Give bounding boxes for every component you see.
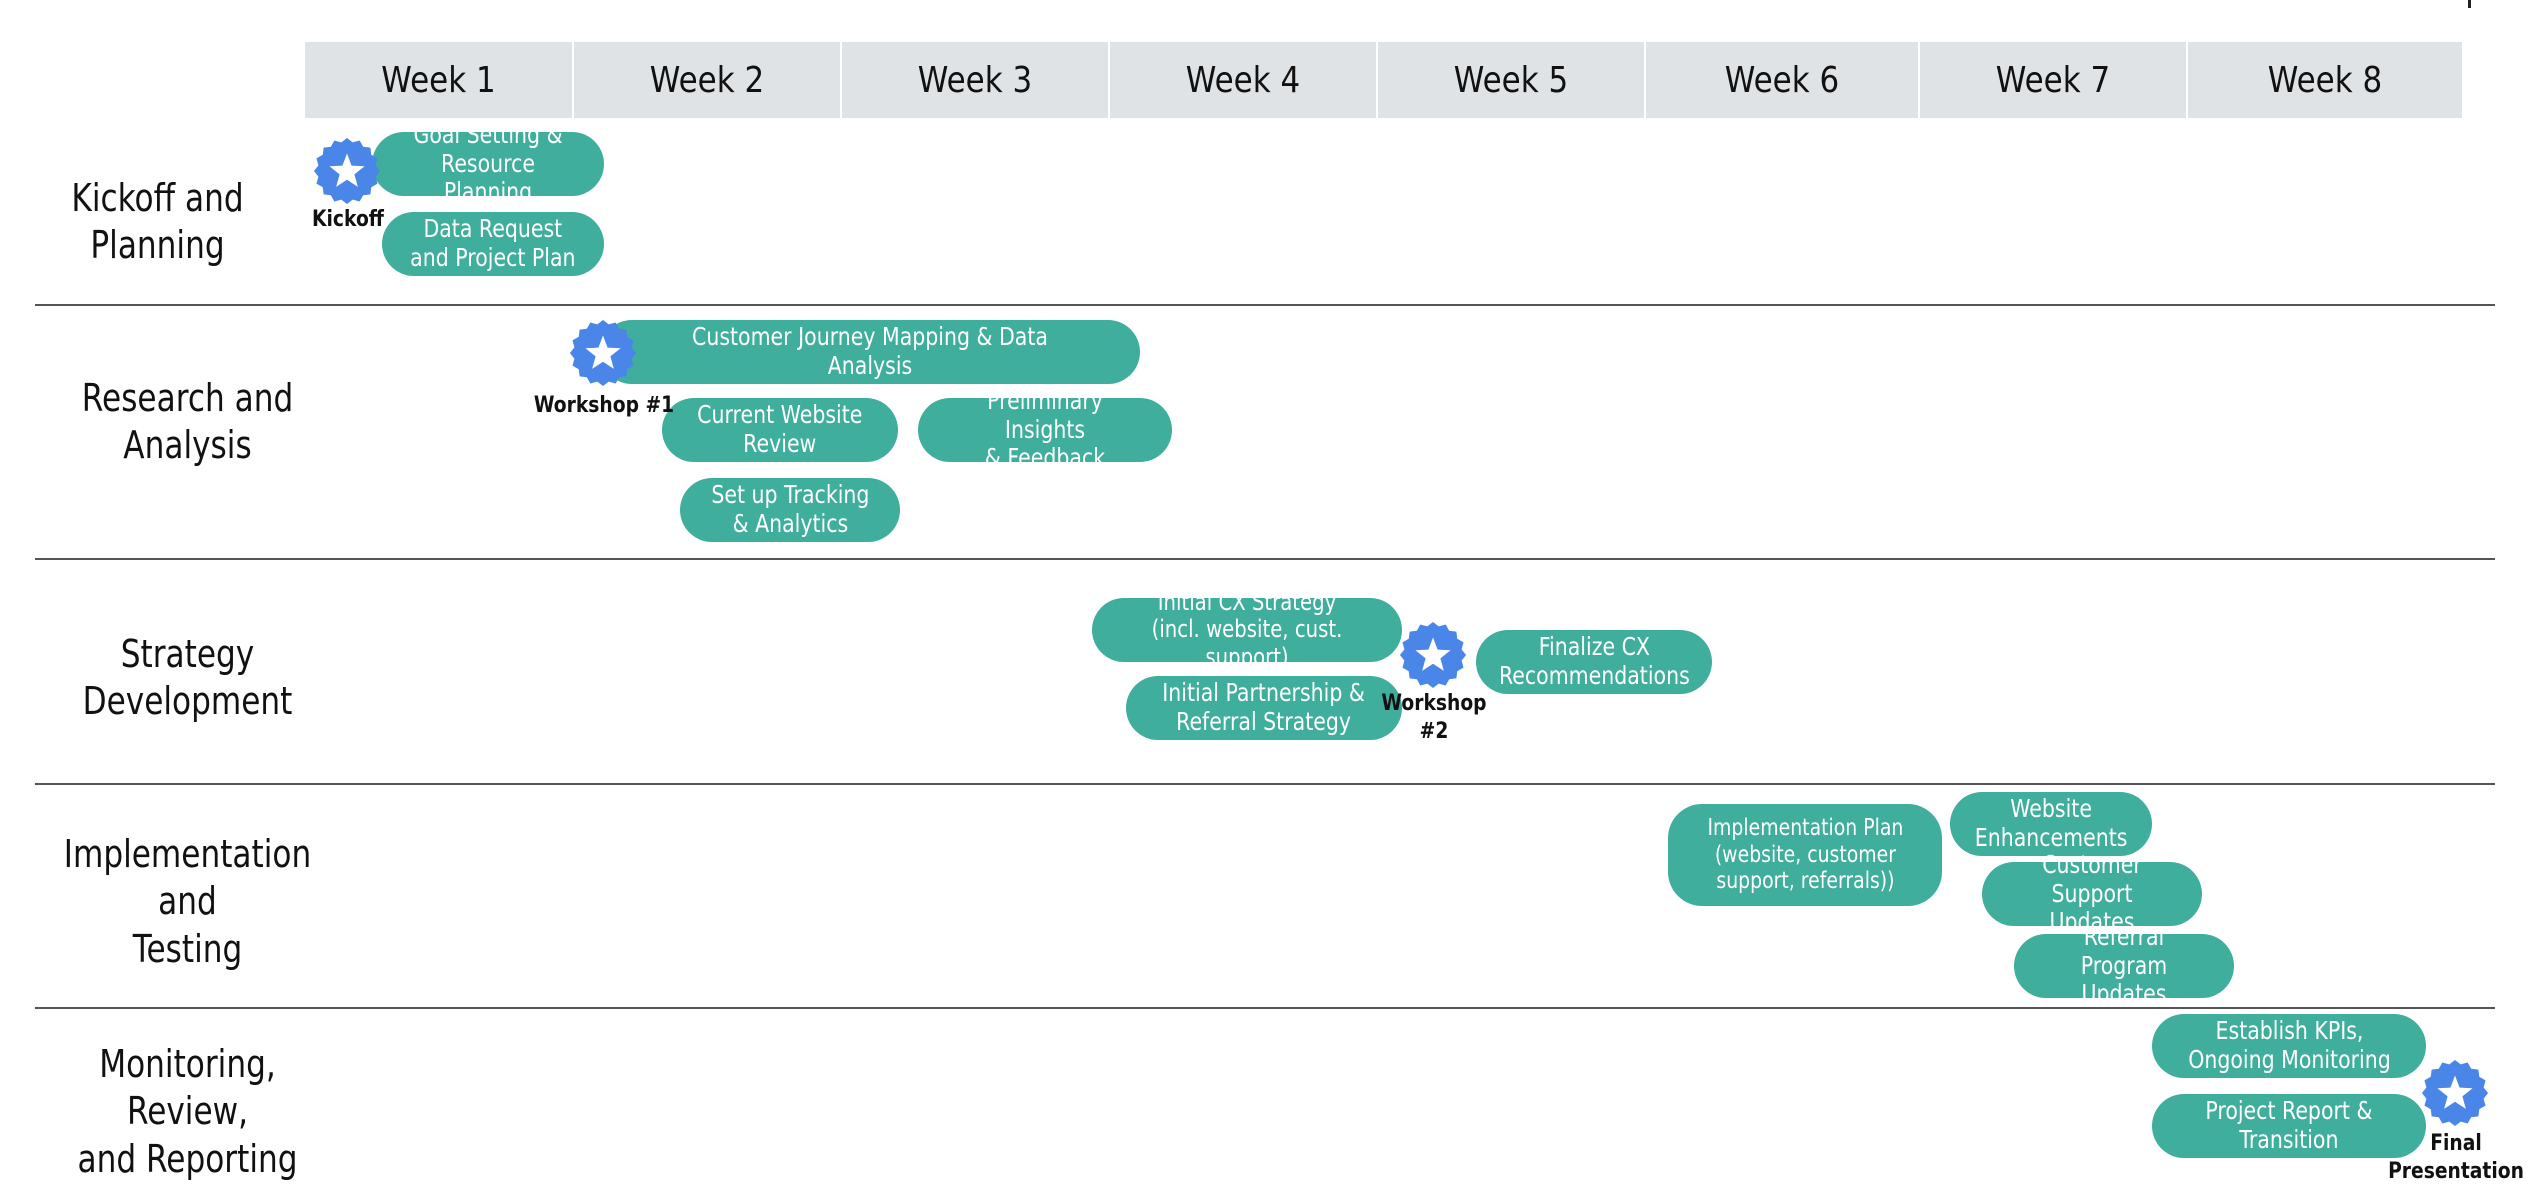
week-header-label: Week 6 <box>1724 59 1840 101</box>
week-header-cell <box>1920 42 2186 118</box>
week-header-cell <box>842 42 1108 118</box>
task-bar: Set up Tracking & Analytics <box>680 478 900 542</box>
milestone-label: Final Presentation <box>2388 1131 2524 1184</box>
task-bar: Goal Setting & Resource Planning <box>372 120 604 206</box>
week-header-cell <box>2188 42 2462 118</box>
week-header-cell <box>574 42 840 118</box>
task-bar: Customer Journey Mapping & Data Analysis <box>600 320 1140 384</box>
week-header-label: Week 4 <box>1185 59 1301 101</box>
task-bar: Data Request and Project Plan <box>382 212 604 276</box>
task-label: Initial CX Strategy (incl. website, cust… <box>1151 587 1343 671</box>
task-bar: Implementation Plan (website, customer s… <box>1668 804 1942 906</box>
phase-separator <box>35 304 2495 306</box>
task-label: Implementation Plan (website, customer s… <box>1707 815 1903 895</box>
star-badge-icon <box>2421 1059 2489 1127</box>
week-header-label: Week 3 <box>917 59 1033 101</box>
week-header-cell <box>305 42 572 118</box>
phase-label: Monitoring, Review, and Reporting <box>77 1041 298 1181</box>
phase-separator <box>35 1007 2495 1009</box>
task-label: Referral Program Updates <box>2080 921 2168 1009</box>
task-label: Current Website Review <box>697 400 863 458</box>
week-header-cell <box>1646 42 1918 118</box>
task-label: Project Report & Transition <box>2205 1096 2373 1154</box>
star-badge-icon <box>569 319 637 387</box>
star-badge-icon <box>1399 621 1467 689</box>
week-header-label: Week 1 <box>381 59 496 101</box>
task-bar: Customer Support Updates <box>1982 850 2202 936</box>
task-label: Data Request and Project Plan <box>410 214 576 272</box>
phase-label: Kickoff and Planning <box>71 175 244 268</box>
week-header-cell <box>1378 42 1644 118</box>
task-bar: Initial Partnership & Referral Strategy <box>1126 676 1402 740</box>
task-label: Preliminary Insights & Feedback <box>984 385 1106 473</box>
task-label: Finalize CX Recommendations <box>1498 632 1690 690</box>
task-label: Set up Tracking & Analytics <box>710 480 870 538</box>
task-bar: Website Enhancements <box>1950 792 2152 856</box>
week-header-label: Week 7 <box>1995 59 2111 101</box>
task-label: Initial Partnership & Referral Strategy <box>1162 678 1366 736</box>
task-label: Goal Setting & Resource Planning <box>413 119 563 207</box>
task-bar: Establish KPIs, Ongoing Monitoring <box>2152 1014 2426 1078</box>
task-bar: Project Report & Transition <box>2152 1094 2426 1158</box>
task-label: Customer Support Updates <box>2042 849 2142 937</box>
milestone-label: Kickoff <box>312 207 384 232</box>
task-bar: Referral Program Updates <box>2014 922 2234 1008</box>
task-label: Establish KPIs, Ongoing Monitoring <box>2187 1016 2391 1074</box>
phase-label: Strategy Development <box>82 631 293 724</box>
task-bar: Current Website Review <box>662 398 898 462</box>
task-bar: Preliminary Insights & Feedback <box>918 386 1172 472</box>
milestone-label: Workshop #1 <box>533 393 675 418</box>
phase-separator <box>35 783 2495 785</box>
star-badge-icon <box>313 137 381 205</box>
week-header-label: Week 5 <box>1453 59 1569 101</box>
task-label: Customer Journey Mapping & Data Analysis <box>692 322 1048 380</box>
task-label: Website Enhancements <box>1974 794 2128 852</box>
task-bar: Finalize CX Recommendations <box>1476 630 1712 694</box>
corner-tick <box>2468 0 2471 8</box>
phase-separator <box>35 558 2495 560</box>
week-header-label: Week 8 <box>2267 59 2383 101</box>
week-header-label: Week 2 <box>649 59 765 101</box>
phase-label: Research and Analysis <box>81 375 294 468</box>
phase-label: Implementation and Testing <box>63 831 312 971</box>
week-header-cell <box>1110 42 1376 118</box>
task-bar: Initial CX Strategy (incl. website, cust… <box>1092 588 1402 671</box>
milestone-label: Workshop #2 <box>1381 691 1487 744</box>
